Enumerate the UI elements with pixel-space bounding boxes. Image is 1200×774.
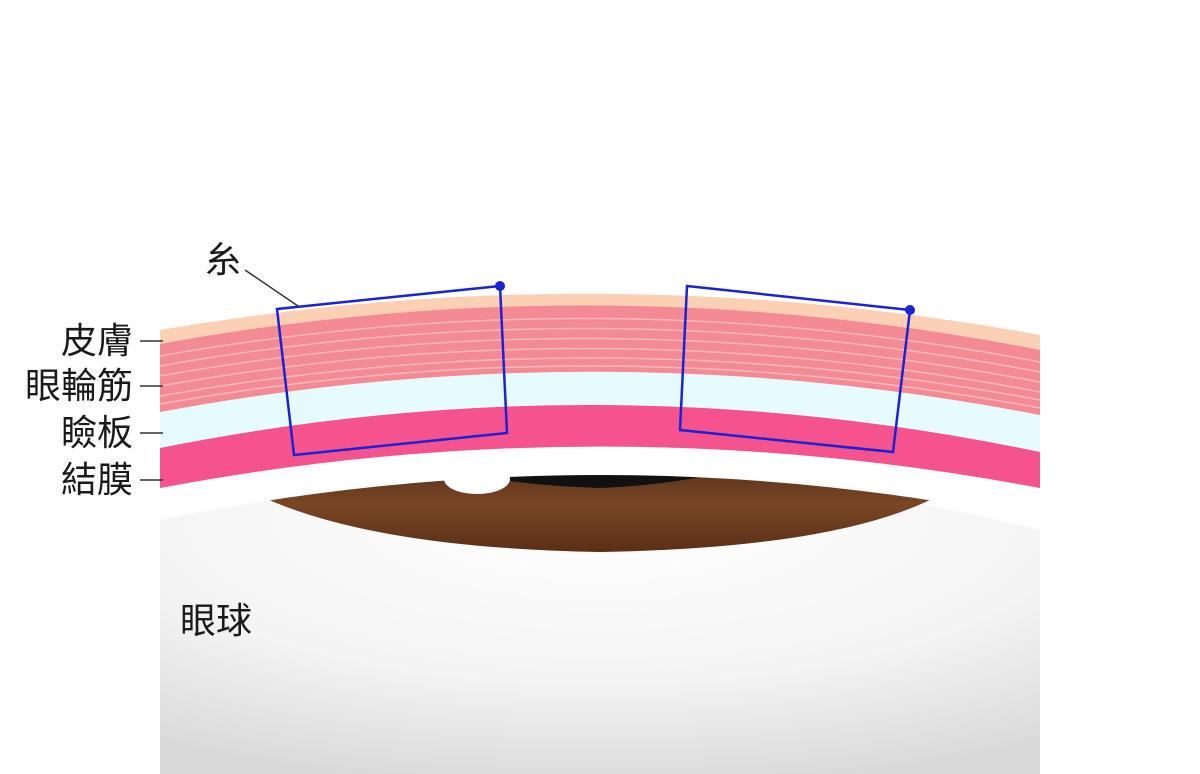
thread-loop-left [275,284,509,457]
thread-leader-line [244,269,299,307]
thread-loops [275,281,915,457]
eyeball-surface [160,472,1040,774]
label-skin: 皮膚 [61,321,133,362]
muscle-fibers [160,317,1040,409]
eyelid-layers [160,293,1040,520]
label-eyeball: 眼球 [180,601,252,642]
label-tarsus: 瞼板 [61,413,133,454]
thread-loop-right [678,284,912,454]
thread-knot-right [905,305,915,315]
label-conjunctiva: 結膜 [61,460,133,501]
conjunctiva-layer [160,404,1040,488]
white-margin-layer [160,442,1040,520]
leader-lines [140,269,299,481]
thread-knot-left [495,281,505,291]
label-thread: 糸 [205,240,241,281]
label-orbicularis: 眼輪筋 [25,366,133,407]
